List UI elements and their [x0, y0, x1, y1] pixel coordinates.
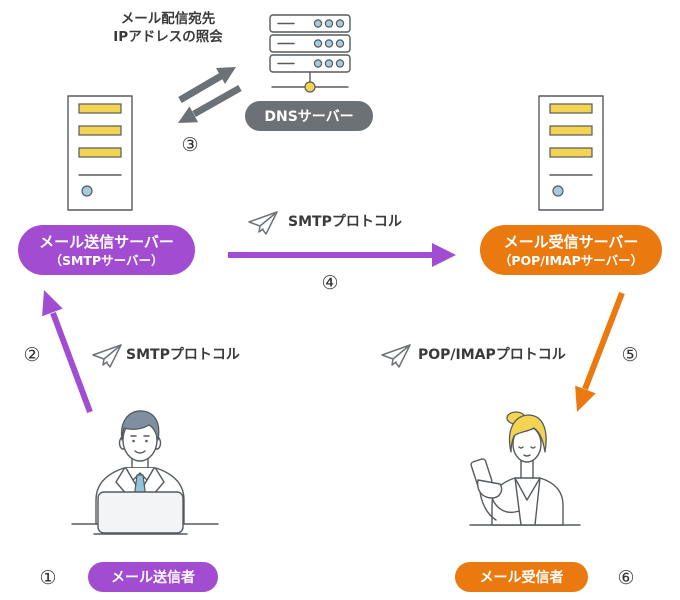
upload-protocol-label: SMTPプロトコル — [126, 347, 240, 363]
send-server-icon — [67, 95, 133, 211]
dns-response-arrow — [178, 84, 242, 123]
receiver-label: メール受信者 — [455, 562, 588, 592]
step-4-badge: ④ — [321, 272, 339, 294]
receive-server-label: メール受信サーバー （POP/IMAPサーバー） — [480, 225, 662, 275]
dns-server-label: DNSサーバー — [245, 101, 373, 131]
step-1-badge: ① — [39, 567, 57, 589]
receive-server-icon — [538, 95, 604, 211]
receive-server-subtitle: （POP/IMAPサーバー） — [498, 252, 644, 268]
paper-plane-icon — [248, 211, 278, 235]
dns-query-line1: メール配信宛先 — [120, 11, 216, 27]
step-5-badge: ⑤ — [621, 344, 639, 366]
dns-server-icon — [269, 14, 351, 93]
send-server-title: メール送信サーバー — [39, 232, 174, 251]
upload-arrow — [42, 290, 93, 414]
paper-plane-icon — [381, 344, 411, 368]
receive-server-title: メール受信サーバー — [503, 232, 639, 251]
download-arrow — [575, 291, 625, 412]
step-3-badge: ③ — [181, 134, 199, 156]
receiver-person-icon — [469, 411, 581, 526]
download-protocol-label: POP/IMAPプロトコル — [418, 347, 566, 363]
dns-query-line2: IPアドレスの照会 — [113, 29, 223, 45]
step-2-badge: ② — [23, 344, 41, 366]
laptop-icon — [97, 491, 184, 534]
paper-plane-icon — [92, 344, 122, 368]
dns-query-caption: メール配信宛先 IPアドレスの照会 — [100, 10, 236, 46]
sender-person-icon — [71, 410, 219, 535]
send-server-subtitle: （SMTPサーバー） — [49, 252, 164, 268]
sender-label: メール送信者 — [88, 562, 218, 592]
transfer-protocol-label: SMTPプロトコル — [288, 214, 402, 230]
send-server-label: メール送信サーバー （SMTPサーバー） — [18, 225, 195, 275]
server-transfer-arrow — [228, 243, 456, 267]
dns-request-arrow — [178, 67, 236, 104]
step-6-badge: ⑥ — [617, 567, 635, 589]
